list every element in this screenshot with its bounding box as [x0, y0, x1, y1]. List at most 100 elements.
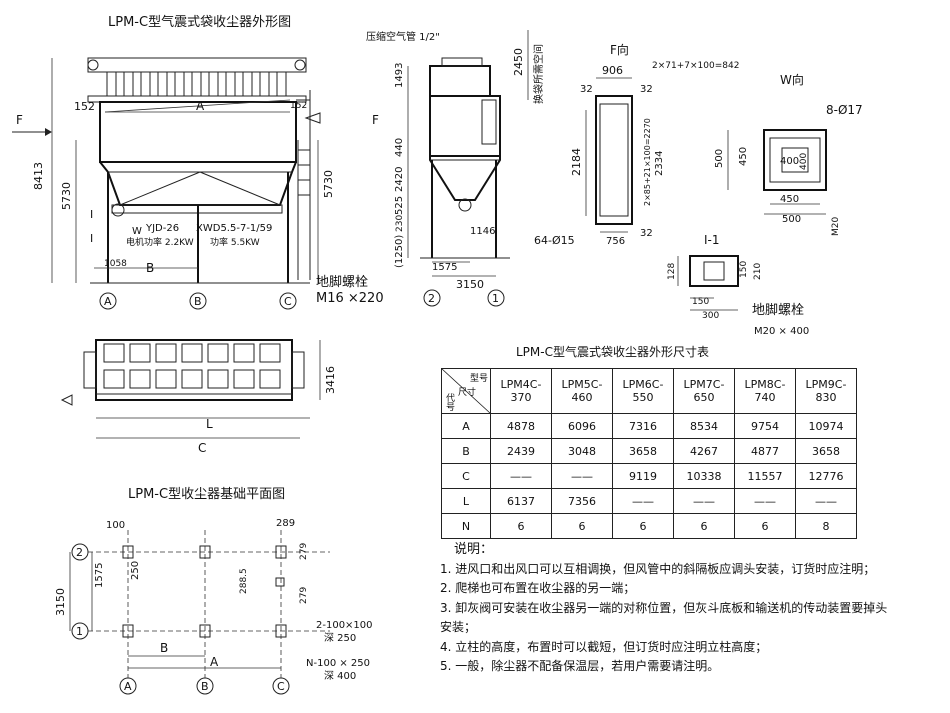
col-model: LPM4C-370	[490, 368, 552, 414]
svg-text:8413: 8413	[32, 162, 45, 190]
svg-text:压缩空气管 1/2": 压缩空气管 1/2"	[366, 30, 440, 43]
w-view: W向 8-Ø17 500 450 400 400 450 500 M20	[714, 72, 863, 236]
svg-text:换袋所需空间: 换袋所需空间	[532, 44, 545, 104]
svg-text:L: L	[206, 417, 213, 431]
section-i-1: I-1 128 150 210 150 300 地脚螺栓 M20 × 400	[667, 233, 809, 337]
note-item: 4. 立柱的高度，布置时可以截短，但订货时应注明立柱高度；	[440, 639, 768, 654]
col-model: LPM5C-460	[551, 368, 613, 414]
svg-text:(1250): (1250)	[394, 235, 405, 268]
svg-text:深 400: 深 400	[324, 670, 356, 682]
svg-text:152: 152	[290, 101, 307, 111]
svg-text:C: C	[277, 680, 285, 693]
table-title: LPM-C型气震式袋收尘器外形尺寸表	[516, 344, 709, 359]
elevation-title: LPM-C型气震式袋收尘器外形图	[108, 14, 291, 30]
svg-text:2-100×100: 2-100×100	[316, 620, 373, 631]
svg-text:279: 279	[299, 587, 309, 604]
svg-text:1: 1	[492, 292, 499, 305]
svg-text:288.5: 288.5	[239, 568, 249, 594]
svg-text:500: 500	[714, 149, 725, 168]
col-model: LPM7C-650	[673, 368, 735, 414]
svg-text:A: A	[210, 655, 219, 669]
svg-text:B: B	[146, 261, 154, 275]
svg-text:32: 32	[640, 228, 653, 239]
svg-text:8-Ø17: 8-Ø17	[826, 103, 863, 117]
note-item: 安装；	[440, 620, 477, 634]
svg-text:3150: 3150	[456, 278, 484, 291]
svg-text:150: 150	[739, 261, 749, 278]
plan-view: 3416 L C	[60, 339, 337, 455]
note-item: 1. 进风口和出风口可以互相调换，但风管中的斜隔板应调头安装，订货时应注明；	[440, 561, 876, 576]
svg-text:32: 32	[580, 84, 593, 95]
f-view: F向 906 2×71+7×100=842 32 32 2184 2×85+21…	[534, 42, 739, 247]
axis-markers-elevation: A B C	[99, 292, 297, 310]
svg-text:128: 128	[667, 263, 677, 280]
svg-text:400: 400	[799, 153, 809, 170]
svg-text:500: 500	[782, 214, 801, 225]
svg-text:M20: M20	[831, 217, 841, 236]
svg-text:1575: 1575	[94, 563, 105, 588]
svg-text:5730: 5730	[60, 182, 73, 210]
svg-text:B: B	[201, 680, 209, 693]
svg-text:W向: W向	[780, 72, 804, 87]
svg-text:450: 450	[780, 194, 799, 205]
svg-text:B: B	[160, 641, 168, 655]
svg-text:3150: 3150	[54, 588, 67, 616]
col-model: LPM6C-550	[612, 368, 674, 414]
svg-text:2420: 2420	[394, 167, 405, 192]
svg-text:2334: 2334	[654, 151, 665, 176]
side-elevation: 压缩空气管 1/2" F 1493 440 2420 525 230 (1250…	[366, 30, 545, 307]
notes-header: 说明：	[454, 542, 494, 557]
svg-text:64-Ø15: 64-Ø15	[534, 234, 575, 247]
svg-text:2184: 2184	[570, 148, 583, 176]
svg-text:400: 400	[780, 156, 799, 167]
svg-text:5730: 5730	[322, 170, 335, 198]
svg-text:230: 230	[395, 215, 405, 232]
svg-text:A: A	[124, 680, 132, 693]
svg-text:地脚螺栓: 地脚螺栓	[752, 302, 804, 318]
svg-text:A: A	[104, 295, 112, 308]
svg-text:440: 440	[394, 138, 405, 157]
svg-text:2: 2	[76, 546, 83, 559]
svg-text:C: C	[198, 441, 206, 455]
svg-text:2×85+21×100=2270: 2×85+21×100=2270	[643, 118, 652, 206]
svg-text:210: 210	[753, 263, 763, 280]
svg-text:32: 32	[640, 84, 653, 95]
svg-text:289: 289	[276, 518, 295, 529]
svg-text:2×71+7×100=842: 2×71+7×100=842	[652, 61, 739, 71]
foundation-plan: LPM-C型收尘器基础平面图 100 289 1575 250 288.5 27…	[54, 487, 373, 695]
anchor-pits	[122, 545, 287, 638]
note-item: 5. 一般，除尘器不配备保温层，若用户需要请注明。	[440, 659, 720, 673]
svg-text:150: 150	[692, 297, 709, 307]
svg-text:2450: 2450	[512, 48, 525, 76]
svg-text:地脚螺栓: 地脚螺栓	[316, 274, 368, 290]
svg-text:W: W	[132, 226, 142, 237]
svg-text:1493: 1493	[394, 63, 405, 88]
svg-text:I-1: I-1	[704, 233, 720, 247]
svg-text:B: B	[194, 295, 202, 308]
col-model: LPM9C-830	[795, 368, 857, 414]
svg-text:1058: 1058	[104, 259, 127, 269]
notes-block: 说明： 1. 进风口和出风口可以互相调换，但风管中的斜隔板应调头安装，订货时应注…	[440, 540, 887, 677]
svg-text:906: 906	[602, 64, 623, 77]
svg-text:F: F	[16, 113, 23, 127]
support-columns	[107, 172, 289, 283]
svg-text:525: 525	[394, 196, 405, 215]
note-item: 3. 卸灰阀可安装在收尘器另一端的对称位置，但灰斗底板和输送机的传动装置要掉头	[440, 600, 888, 615]
front-elevation: LPM-C型气震式袋收尘器外形图 A 152 152 F	[12, 14, 384, 310]
svg-text:A: A	[196, 99, 205, 113]
svg-text:YJD-26: YJD-26	[145, 223, 179, 234]
svg-text:N-100 × 250: N-100 × 250	[306, 658, 370, 669]
svg-text:279: 279	[299, 543, 309, 560]
note-item: 2. 爬梯也可布置在收尘器的另一端；	[440, 581, 636, 595]
svg-text:F向: F向	[610, 42, 629, 57]
svg-text:2: 2	[428, 292, 435, 305]
svg-text:450: 450	[738, 147, 749, 166]
svg-text:M16 ×220: M16 ×220	[316, 291, 384, 306]
table-corner: 型号 尺寸 代号	[441, 368, 491, 414]
svg-text:1146: 1146	[470, 226, 495, 237]
